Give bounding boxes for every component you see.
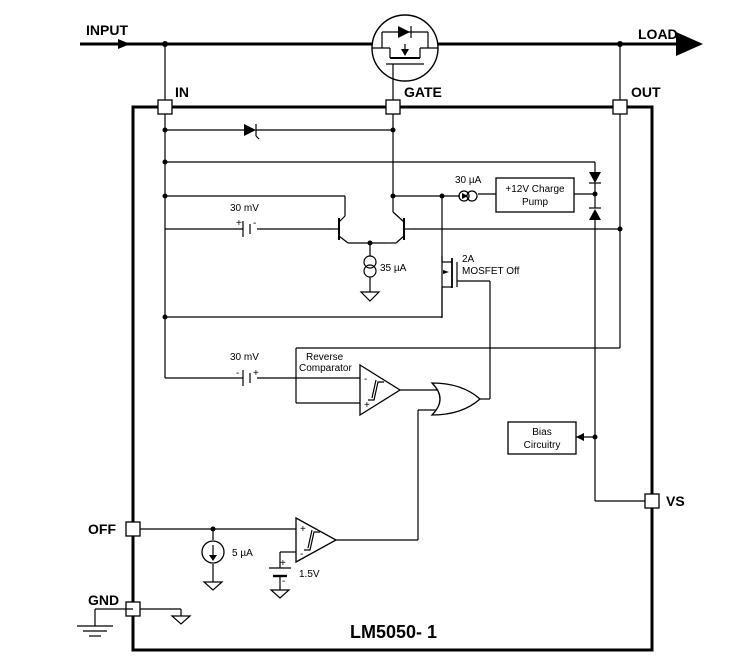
offset-bottom-label: 30 mV: [230, 352, 259, 363]
pin-out[interactable]: [612, 99, 628, 115]
input-load-rail: [80, 32, 703, 100]
pin-off[interactable]: [125, 521, 141, 537]
pin-off-label: OFF: [88, 521, 116, 537]
earth-ground-symbol: [77, 625, 113, 637]
current-source-35ua: [363, 255, 377, 292]
ref-1v5-label: 1.5V: [299, 569, 320, 580]
reverse-comparator-label-line1: Reverse: [306, 352, 344, 363]
external-mosfet-symbol: [371, 14, 439, 100]
or-gate: [430, 382, 481, 416]
off-comparator-plus: +: [300, 524, 306, 535]
ref-plus: +: [280, 558, 286, 569]
load-label: LOAD: [638, 26, 678, 42]
ground-symbol-5ua: [202, 581, 224, 591]
current-5ua-label: 5 µA: [232, 548, 253, 559]
bias-circuitry-box: [507, 421, 577, 455]
offset-top-label: 30 mV: [230, 203, 259, 214]
reverse-comparator: [359, 363, 402, 417]
ref-minus: -: [282, 576, 285, 587]
bias-label-line2: Circuitry: [524, 440, 561, 451]
current-source-30ua: [458, 190, 478, 202]
mosfet-off-label-line1: 2A: [462, 254, 475, 265]
charge-pump-label-line2: Pump: [522, 197, 549, 208]
pin-out-label: OUT: [631, 84, 661, 100]
ground-symbol-diffpair: [359, 291, 381, 302]
reverse-comparator-label-line2: Comparator: [299, 363, 352, 374]
pin-in[interactable]: [157, 99, 173, 115]
ground-symbol-ref: [269, 589, 291, 599]
offset-top-minus: -: [253, 218, 256, 229]
chip-name-label: LM5050- 1: [350, 622, 437, 642]
mosfet-off-label-line2: MOSFET Off: [462, 266, 520, 277]
current-30ua-label: 30 µA: [455, 175, 482, 186]
bias-label-line1: Bias: [532, 427, 551, 438]
input-label: INPUT: [86, 22, 128, 38]
offset-battery-top: [242, 221, 251, 237]
charge-pump-box: [495, 177, 575, 213]
offset-bottom-plus: +: [253, 368, 259, 379]
pin-gate-label: GATE: [404, 84, 442, 100]
mosfet-off-transistor: [441, 256, 459, 317]
ground-symbol-gnd: [170, 615, 192, 625]
offset-bottom-minus: -: [236, 368, 239, 379]
reverse-comparator-plus: +: [364, 400, 370, 411]
pin-gnd-label: GND: [88, 592, 119, 608]
current-source-5ua: [201, 540, 225, 564]
current-35ua-label: 35 µA: [380, 263, 407, 274]
off-comparator: [295, 516, 338, 564]
reference-battery-1v5: [269, 567, 291, 578]
off-comparator-minus: -: [300, 549, 303, 560]
differential-pair-transistors: [333, 196, 410, 256]
charge-pump-label-line1: +12V Charge: [505, 184, 565, 195]
pin-gate[interactable]: [385, 99, 401, 115]
reverse-comparator-minus: -: [364, 374, 367, 385]
offset-top-plus: +: [236, 218, 242, 229]
pin-in-label: IN: [175, 84, 189, 100]
pin-vs[interactable]: [644, 493, 660, 509]
pin-vs-label: VS: [666, 493, 685, 509]
offset-battery-bottom: [242, 370, 251, 386]
